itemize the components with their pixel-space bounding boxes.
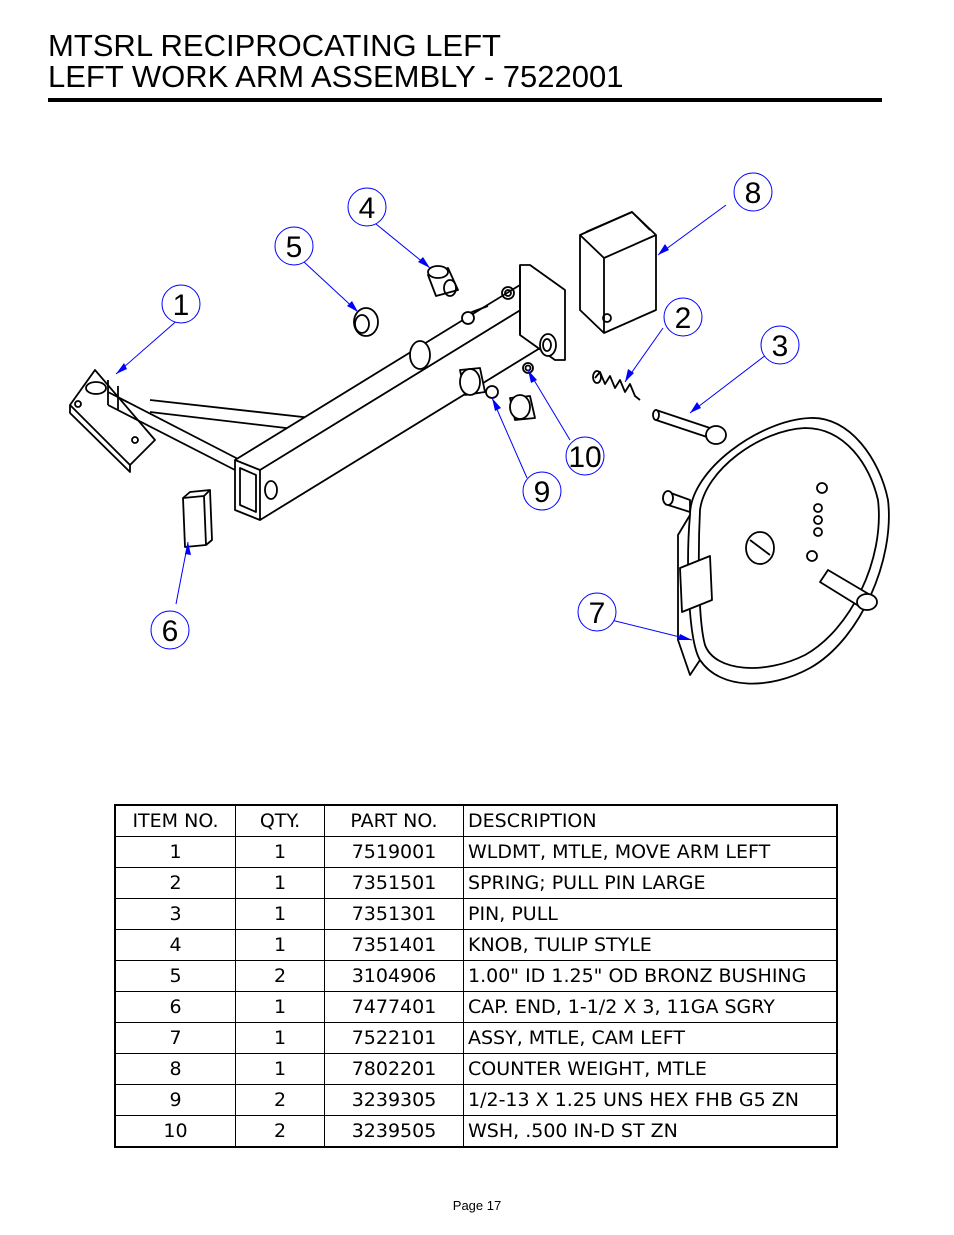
cell-desc: WSH, .500 IN-D ST ZN <box>463 1115 838 1148</box>
cell-item: 4 <box>114 929 236 961</box>
cell-qty: 1 <box>235 1053 325 1085</box>
table-row: 4 1 7351401 KNOB, TULIP STYLE <box>114 929 838 961</box>
cell-part: 3239505 <box>324 1115 464 1148</box>
cell-item: 3 <box>114 898 236 930</box>
header-item-no: ITEM NO. <box>114 804 236 837</box>
cell-qty: 1 <box>235 929 325 961</box>
end-plate <box>519 264 566 361</box>
callout-label-7: 7 <box>589 597 606 630</box>
cell-qty: 1 <box>235 898 325 930</box>
cell-part: 3239305 <box>324 1084 464 1116</box>
pull-pin-part-3 <box>652 409 727 445</box>
cell-qty: 2 <box>235 1115 325 1148</box>
header-description: DESCRIPTION <box>463 804 838 837</box>
mount-bracket <box>69 369 156 473</box>
cell-desc: KNOB, TULIP STYLE <box>463 929 838 961</box>
cell-part: 7351501 <box>324 867 464 899</box>
callout-label-1: 1 <box>173 289 190 322</box>
cell-part: 7519001 <box>324 836 464 868</box>
cell-item: 1 <box>114 836 236 868</box>
cell-desc: 1/2-13 X 1.25 UNS HEX FHB G5 ZN <box>463 1084 838 1116</box>
cell-part: 7802201 <box>324 1053 464 1085</box>
cell-item: 5 <box>114 960 236 992</box>
cell-desc: CAP. END, 1-1/2 X 3, 11GA SGRY <box>463 991 838 1023</box>
cell-item: 2 <box>114 867 236 899</box>
cell-qty: 1 <box>235 1022 325 1054</box>
cell-qty: 2 <box>235 960 325 992</box>
cam-assembly-part-7 <box>662 417 890 685</box>
bushing-part-5 <box>353 307 379 337</box>
table-header-row: ITEM NO. QTY. PART NO. DESCRIPTION <box>114 804 838 837</box>
header-part-no: PART NO. <box>324 804 464 837</box>
cell-desc: COUNTER WEIGHT, MTLE <box>463 1053 838 1085</box>
cell-desc: ASSY, MTLE, CAM LEFT <box>463 1022 838 1054</box>
table-row: 10 2 3239505 WSH, .500 IN-D ST ZN <box>114 1115 838 1148</box>
callout-circle-1 <box>161 284 201 324</box>
bushing-on-tube <box>459 367 486 396</box>
callout-label-2: 2 <box>675 302 692 335</box>
callout-circle-9 <box>522 471 562 511</box>
parts-table: ITEM NO. QTY. PART NO. DESCRIPTION 1 1 7… <box>114 804 838 1148</box>
cell-desc: SPRING; PULL PIN LARGE <box>463 867 838 899</box>
cell-desc: PIN, PULL <box>463 898 838 930</box>
main-tube <box>234 284 546 521</box>
title-line-2: LEFT WORK ARM ASSEMBLY - 7522001 <box>48 59 624 94</box>
table-row: 8 1 7802201 COUNTER WEIGHT, MTLE <box>114 1053 838 1085</box>
cell-qty: 2 <box>235 1084 325 1116</box>
cell-qty: 1 <box>235 991 325 1023</box>
table-row: 2 1 7351501 SPRING; PULL PIN LARGE <box>114 867 838 899</box>
table-row: 7 1 7522101 ASSY, MTLE, CAM LEFT <box>114 1022 838 1054</box>
cell-qty: 1 <box>235 867 325 899</box>
table-row: 3 1 7351301 PIN, PULL <box>114 898 838 930</box>
cell-item: 7 <box>114 1022 236 1054</box>
page-number: Page 17 <box>452 1198 502 1213</box>
callout-circle-5 <box>274 226 314 266</box>
callout-circle-4 <box>347 187 387 227</box>
callout-label-5: 5 <box>286 231 303 264</box>
callout-label-6: 6 <box>162 615 179 648</box>
table-row: 9 2 3239305 1/2-13 X 1.25 UNS HEX FHB G5… <box>114 1084 838 1116</box>
exploded-assembly-diagram: 1 2 3 4 5 6 7 8 9 10 <box>69 172 890 685</box>
callout-label-9: 9 <box>534 476 551 509</box>
callout-label-3: 3 <box>772 330 789 363</box>
callout-label-4: 4 <box>359 192 376 225</box>
cell-part: 7351401 <box>324 929 464 961</box>
cell-part: 7522101 <box>324 1022 464 1054</box>
cell-part: 7477401 <box>324 991 464 1023</box>
cell-item: 9 <box>114 1084 236 1116</box>
cell-desc: 1.00" ID 1.25" OD BRONZ BUSHING <box>463 960 838 992</box>
title-line-1: MTSRL RECIPROCATING LEFT <box>48 28 501 63</box>
cell-part: 3104906 <box>324 960 464 992</box>
cell-qty: 1 <box>235 836 325 868</box>
title-rule <box>48 98 882 102</box>
header-qty: QTY. <box>235 804 325 837</box>
bolt-washer-lower <box>485 362 536 421</box>
knob-part-4 <box>427 265 459 297</box>
callout-circle-2 <box>663 297 703 337</box>
callout-circle-10 <box>565 436 605 476</box>
cell-item: 6 <box>114 991 236 1023</box>
cell-part: 7351301 <box>324 898 464 930</box>
callout-label-10: 10 <box>568 441 601 474</box>
page-title: MTSRL RECIPROCATING LEFT LEFT WORK ARM A… <box>48 30 623 92</box>
cell-item: 10 <box>114 1115 236 1148</box>
callout-circle-6 <box>150 610 190 650</box>
counter-weight-part-8 <box>579 211 657 334</box>
table-row: 5 2 3104906 1.00" ID 1.25" OD BRONZ BUSH… <box>114 960 838 992</box>
end-cap-part-6 <box>182 489 213 548</box>
table-row: 6 1 7477401 CAP. END, 1-1/2 X 3, 11GA SG… <box>114 991 838 1023</box>
cell-item: 8 <box>114 1053 236 1085</box>
callout-circle-7 <box>577 592 617 632</box>
callout-circle-8 <box>733 172 773 212</box>
bolt-washer-upper <box>461 286 515 325</box>
callout-label-8: 8 <box>745 177 762 210</box>
cell-desc: WLDMT, MTLE, MOVE ARM LEFT <box>463 836 838 868</box>
callout-circle-3 <box>760 325 800 365</box>
table-row: 1 1 7519001 WLDMT, MTLE, MOVE ARM LEFT <box>114 836 838 868</box>
spring-part-2 <box>592 370 641 401</box>
